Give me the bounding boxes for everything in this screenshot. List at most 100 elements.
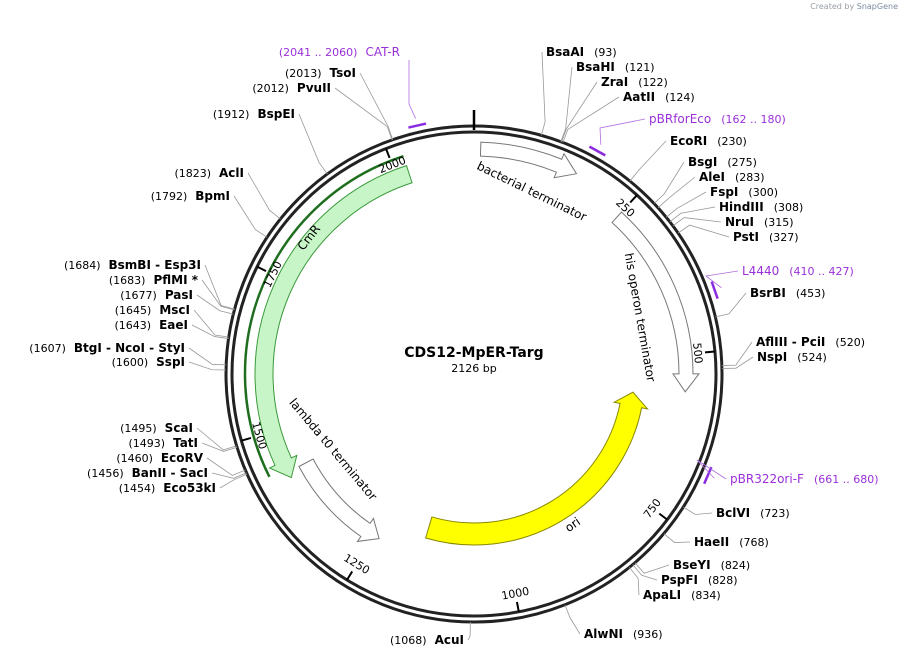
site-leader [677,224,730,238]
site-bsrbi[interactable]: BsrBI(453) [750,286,825,300]
site-bsahi[interactable]: BsaHI(121) [576,60,655,74]
primer-name: L4440 [742,264,779,278]
site-leader [191,324,229,339]
site-name: PflMI * [153,273,198,287]
site-nrui[interactable]: NruI(315) [725,215,794,229]
site-leader [540,51,546,136]
site-name: BclVI [716,506,750,520]
site-afliii-pcii[interactable]: AflIII - PciI(520) [756,335,865,349]
site-apali[interactable]: ApaLI(834) [643,588,721,602]
site-leader [632,564,658,581]
primer-pbrforeco[interactable]: pBRforEco(162 .. 180) [649,112,786,126]
site-bsaai[interactable]: BsaAI(93) [546,45,617,59]
site-position: (723) [760,507,790,520]
primer-l4440[interactable]: L4440 (410 .. 427) [742,264,854,278]
site-leader [201,442,238,452]
feature-bacterial-terminator [479,141,578,179]
site-eaei[interactable]: EaeI(1643) [115,318,188,332]
site-position: (1495) [120,422,157,435]
site-nspi[interactable]: NspI(524) [757,350,827,364]
site-eco53ki[interactable]: Eco53kI(1454) [119,481,216,495]
site-leader [359,72,394,140]
site-acli[interactable]: AclI(1823) [174,166,244,180]
site-name: MscI [159,303,190,317]
site-leader [201,279,235,311]
site-name: BspEI [257,107,295,121]
primer-leader [408,60,417,119]
site-name: BsmBI - Esp3I [109,258,201,272]
site-sspi[interactable]: SspI(1600) [112,355,185,369]
site-position: (327) [769,231,799,244]
site-position: (308) [774,201,804,214]
site-tsoi[interactable]: TsoI(2013) [285,66,356,80]
site-leader [721,356,754,369]
site-position: (936) [633,628,663,641]
site-position: (93) [594,46,617,59]
site-leader [683,506,713,515]
site-btgi-ncoi-styi[interactable]: BtgI - NcoI - StyI(1607) [29,341,185,355]
site-bseyi[interactable]: BseYI(824) [673,558,750,572]
site-name: AleI [699,170,725,184]
site-pvuii[interactable]: PvuII(2012) [252,81,331,95]
tick-label: 500 [690,342,705,364]
site-leader [188,361,227,371]
site-fspi[interactable]: FspI(300) [710,185,778,199]
site-position: (1912) [213,108,250,121]
site-name: BpmI [195,189,230,203]
site-alwni[interactable]: AlwNI (936) [584,627,663,641]
site-position: (1068) [390,634,427,647]
site-aatii[interactable]: AatII(124) [623,90,695,104]
site-leader [196,427,237,451]
site-alei[interactable]: AleI(283) [699,170,765,184]
site-ecori[interactable]: EcoRI(230) [670,134,747,148]
site-tati[interactable]: TatI(1493) [128,436,198,450]
primer-leader [705,270,739,289]
site-ecorv[interactable]: EcoRV(1460) [116,451,203,465]
site-bsgi[interactable]: BsgI(275) [688,155,757,169]
site-bspei[interactable]: BspEI (1912) [213,107,295,121]
tick-label: 750 [641,496,664,521]
site-hindiii[interactable]: HindIII(308) [719,200,803,214]
primer-range: (2041 .. 2060) [279,46,358,59]
site-scai[interactable]: ScaI(1495) [120,421,193,435]
site-acui[interactable]: AcuI (1068) [390,633,464,647]
backbone-inner [230,130,718,618]
site-name: AlwNI [584,627,623,641]
site-bsmbi-esp3i[interactable]: BsmBI - Esp3I (1684) [64,258,201,272]
primer-mark [408,122,427,129]
site-bpmi[interactable]: BpmI(1792) [151,189,230,203]
primer-range: (410 .. 427) [789,265,854,278]
site-position: (828) [708,574,738,587]
site-position: (124) [665,91,695,104]
site-psti[interactable]: PstI(327) [733,230,799,244]
site-pasi[interactable]: PasI(1677) [120,288,193,302]
site-position: (275) [727,156,757,169]
site-name: SspI [156,355,185,369]
site-position: (300) [748,186,778,199]
site-bclvi[interactable]: BclVI (723) [716,506,790,520]
feature-lambda-t0-terminator [298,458,380,543]
site-name: Eco53kI [163,481,216,495]
site-msci[interactable]: MscI(1645) [115,303,190,317]
site-haeii[interactable]: HaeII(768) [694,535,769,549]
site-name: BanII - SacI [132,466,208,480]
primer-pbr322ori-f[interactable]: pBR322ori-F(661 .. 680) [730,472,879,486]
tick-mark [385,148,391,159]
site-pspfi[interactable]: PspFI(828) [661,573,738,587]
site-pflmi[interactable]: PflMI *(1683) [109,273,199,287]
site-position: (1684) [64,259,101,272]
site-name: AcuI [435,633,464,647]
primer-cat-r[interactable]: CAT-R (2041 .. 2060) [279,45,400,59]
site-leader [669,206,716,223]
primer-range: (661 .. 680) [814,473,879,486]
tick-label: 1000 [500,585,530,603]
site-position: (1607) [29,342,66,355]
site-position: (1456) [87,467,124,480]
primer-name: CAT-R [365,45,400,59]
site-zrai[interactable]: ZraI(122) [601,75,668,89]
site-position: (1493) [128,437,165,450]
backbone-layer [224,110,724,624]
site-leader [204,264,235,310]
site-banii-saci[interactable]: BanII - SacI (1456) [87,466,208,480]
